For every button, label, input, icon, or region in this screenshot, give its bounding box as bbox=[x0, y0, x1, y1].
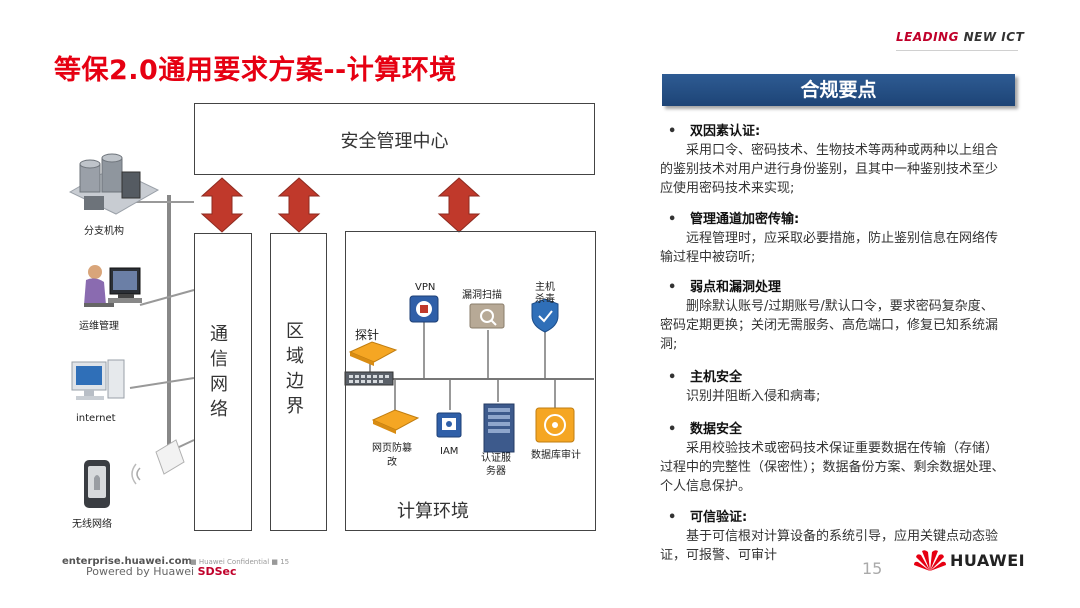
web-tamper-device-icon bbox=[371, 409, 420, 434]
ops-link bbox=[139, 289, 195, 306]
operator-icon bbox=[84, 265, 142, 307]
footer-powered-prefix: Powered by Huawei bbox=[86, 565, 198, 578]
bullet-icon: • bbox=[668, 280, 677, 295]
iam-icon bbox=[436, 412, 462, 438]
compute-environment-label: 计算环境 bbox=[397, 501, 469, 522]
bullet-icon: • bbox=[668, 422, 677, 437]
compliance-item-title: 弱点和漏洞处理 bbox=[690, 280, 782, 295]
compliance-item-title: 双因素认证: bbox=[690, 124, 761, 139]
compliance-item: • 可信验证: 基于可信根对计算设备的系统引导，应用关键点动态验证，可报警、可审… bbox=[660, 508, 1005, 565]
security-management-center-label: 安全管理中心 bbox=[340, 131, 449, 152]
iam-label: IAM bbox=[440, 446, 459, 457]
vuln-scanner-icon bbox=[469, 303, 505, 329]
compliance-item-title: 管理通道加密传输: bbox=[690, 212, 800, 227]
slide-title: 等保2.0通用要求方案--计算环境 bbox=[54, 55, 457, 86]
bullet-icon: • bbox=[668, 510, 677, 525]
internet-label: internet bbox=[76, 413, 116, 424]
security-management-center-box: 安全管理中心 bbox=[194, 103, 595, 175]
vpn-device-icon bbox=[409, 295, 439, 323]
compliance-item-title: 数据安全 bbox=[690, 422, 743, 437]
compute-environment-box bbox=[345, 231, 596, 531]
footer-powered-by: Powered by Huawei SDSec bbox=[86, 565, 237, 578]
compliance-item: • 管理通道加密传输: 远程管理时，应采取必要措施，防止鉴别信息在网络传输过程中… bbox=[660, 210, 1005, 267]
compliance-item-body: 采用口令、密码技术、生物技术等两种或两种以上组合的鉴别技术对用户进行身份鉴别，且… bbox=[660, 143, 999, 196]
mobile-phone-icon bbox=[84, 460, 110, 508]
huawei-logo-icon bbox=[914, 550, 946, 571]
web-tamper-label: 网页防篡改 bbox=[372, 443, 412, 468]
double-arrows bbox=[200, 177, 481, 233]
architecture-diagram bbox=[68, 153, 594, 508]
brand-divider bbox=[896, 50, 1018, 51]
compliance-points-header: 合规要点 bbox=[662, 74, 1015, 106]
branch-label: 分支机构 bbox=[84, 226, 124, 237]
region-boundary-box bbox=[270, 233, 327, 531]
switch-icon bbox=[344, 371, 394, 386]
compliance-item: • 双因素认证: 采用口令、密码技术、生物技术等两种或两种以上组合的鉴别技术对用… bbox=[660, 122, 1005, 198]
compliance-item-body: 采用校验技术或密码技术保证重要数据在传输（存储）过程中的完整性（保密性）；数据备… bbox=[660, 441, 1005, 494]
ops-label: 运维管理 bbox=[79, 321, 119, 332]
arrow-boundary-center bbox=[277, 177, 321, 233]
brand-tagline: LEADING NEW ICT bbox=[896, 30, 1024, 44]
wireless-label: 无线网络 bbox=[72, 519, 112, 530]
brand-tagline-red: LEADING bbox=[896, 30, 964, 44]
antivirus-shield-icon bbox=[531, 298, 559, 333]
auth-server-icon bbox=[483, 403, 515, 453]
compliance-item-title: 主机安全 bbox=[690, 370, 743, 385]
compliance-item: • 弱点和漏洞处理 删除默认账号/过期账号/默认口令，要求密码复杂度、密码定期更… bbox=[660, 278, 1005, 354]
probe-label: 探针 bbox=[355, 328, 380, 342]
bullet-icon: • bbox=[668, 370, 677, 385]
vuln-scan-label: 漏洞扫描 bbox=[462, 290, 502, 301]
brand-tagline-dark: NEW ICT bbox=[963, 30, 1025, 44]
huawei-wordmark: HUAWEI bbox=[950, 551, 1026, 570]
compliance-item: • 主机安全 识别并阻断入侵和病毒; bbox=[660, 368, 1005, 406]
probe-device-icon bbox=[348, 341, 398, 366]
compliance-item-body: 识别并阻断入侵和病毒; bbox=[686, 389, 821, 404]
db-audit-device-icon bbox=[535, 407, 575, 443]
footer-powered-brand: SDSec bbox=[197, 565, 237, 578]
region-boundary-label: 区域边界 bbox=[286, 321, 304, 417]
compliance-item-body: 远程管理时，应采取必要措施，防止鉴别信息在网络传输过程中被窃听; bbox=[660, 231, 999, 265]
arrow-comm-center bbox=[200, 177, 244, 233]
arrow-compute-center bbox=[437, 177, 481, 233]
comm-network-label: 通信网络 bbox=[210, 324, 228, 420]
footer-site-url: enterprise.huawei.com bbox=[62, 556, 192, 567]
db-audit-label: 数据库审计 bbox=[531, 450, 581, 461]
server-cluster-icon bbox=[68, 153, 160, 215]
bullet-icon: • bbox=[668, 124, 677, 139]
page-number: 15 bbox=[862, 559, 883, 578]
comm-network-box bbox=[194, 233, 252, 531]
auth-server-label: 认证服务器 bbox=[481, 453, 511, 477]
vpn-label: VPN bbox=[415, 282, 436, 293]
compliance-item-body: 基于可信根对计算设备的系统引导，应用关键点动态验证，可报警、可审计 bbox=[660, 529, 999, 563]
compliance-item-title: 可信验证: bbox=[690, 510, 748, 525]
bullet-icon: • bbox=[668, 212, 677, 227]
compliance-item-body: 删除默认账号/过期账号/默认口令，要求密码复杂度、密码定期更换；关闭无需服务、高… bbox=[660, 299, 999, 352]
internet-computer-icon bbox=[71, 359, 125, 400]
compliance-item: • 数据安全 采用校验技术或密码技术保证重要数据在传输（存储）过程中的完整性（保… bbox=[660, 420, 1005, 496]
host-av-label: 主机杀毒 bbox=[535, 282, 555, 305]
wireless-ap-icon bbox=[131, 439, 185, 485]
footer-confidential: ■ Huawei Confidential ■ 15 bbox=[190, 558, 290, 566]
internet-link bbox=[129, 377, 195, 389]
